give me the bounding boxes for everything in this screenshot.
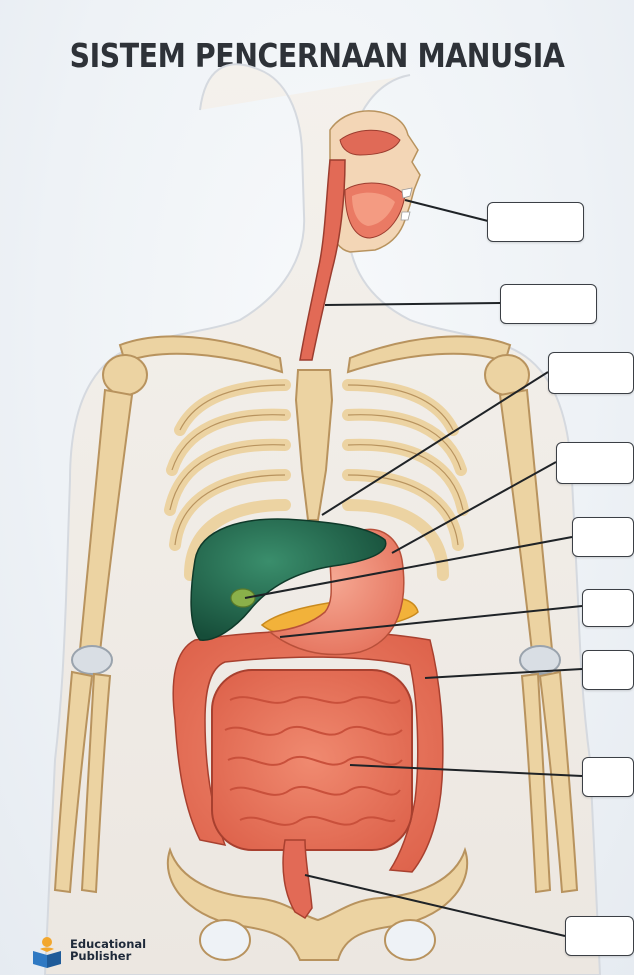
- large-intestine-label-box[interactable]: [582, 650, 634, 690]
- logo-line-publisher: Publisher: [70, 950, 146, 962]
- mouth-label-box[interactable]: [487, 202, 584, 242]
- small-intestine: [212, 670, 412, 850]
- educational-publisher-logo: Educational Publisher: [30, 935, 170, 971]
- mouth-leader-line: [405, 200, 488, 221]
- book-person-logo-icon: [30, 935, 64, 969]
- esophagus-label-box[interactable]: [500, 284, 597, 324]
- stomach-label-box[interactable]: [556, 442, 634, 484]
- gallbladder: [231, 589, 255, 607]
- pancreas-label-box[interactable]: [582, 589, 634, 627]
- sparkle-icon: [592, 924, 618, 950]
- liver-label-box[interactable]: [548, 352, 634, 394]
- small-intestine-label-box[interactable]: [582, 757, 634, 797]
- gallbladder-label-box[interactable]: [572, 517, 634, 557]
